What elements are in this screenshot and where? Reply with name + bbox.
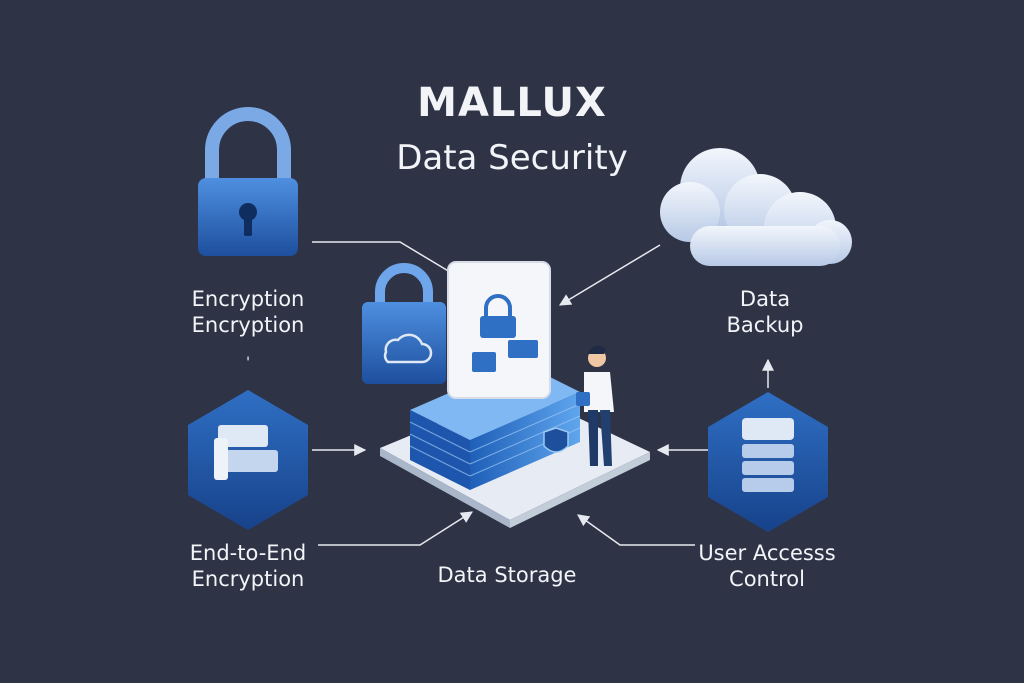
server-rack-icon xyxy=(708,392,828,532)
label-end-to-end-encryption: End-to-End Encryption xyxy=(189,541,307,591)
connector-arrows xyxy=(312,241,774,546)
small-padlock-icon xyxy=(362,263,446,384)
cloud-icon xyxy=(660,148,852,266)
padlock-icon xyxy=(198,107,298,256)
arrow-backup-to-hub xyxy=(558,244,661,306)
arrow-access-label-to-hub xyxy=(577,514,695,546)
label-user-access-control: User Accesss Control xyxy=(698,541,836,591)
arrow-encryption-to-hub xyxy=(312,241,462,279)
diagram-subtitle: Data Security xyxy=(396,138,628,178)
label-data-storage: Data Storage xyxy=(437,563,577,587)
secure-data-platform-icon xyxy=(362,261,650,528)
shield-icon xyxy=(543,427,569,453)
stray-mark: ' xyxy=(246,355,250,371)
screen-panel xyxy=(447,261,551,399)
data-stack xyxy=(409,362,581,490)
arrow-e2e-label-to-hub xyxy=(318,511,474,546)
brand-title: MALLUX xyxy=(417,80,607,126)
person-figure xyxy=(576,345,614,466)
label-data-backup: Data Backup xyxy=(726,287,804,337)
keyboard-icon xyxy=(188,390,308,530)
label-encryption: Encryption Encryption xyxy=(191,287,305,337)
